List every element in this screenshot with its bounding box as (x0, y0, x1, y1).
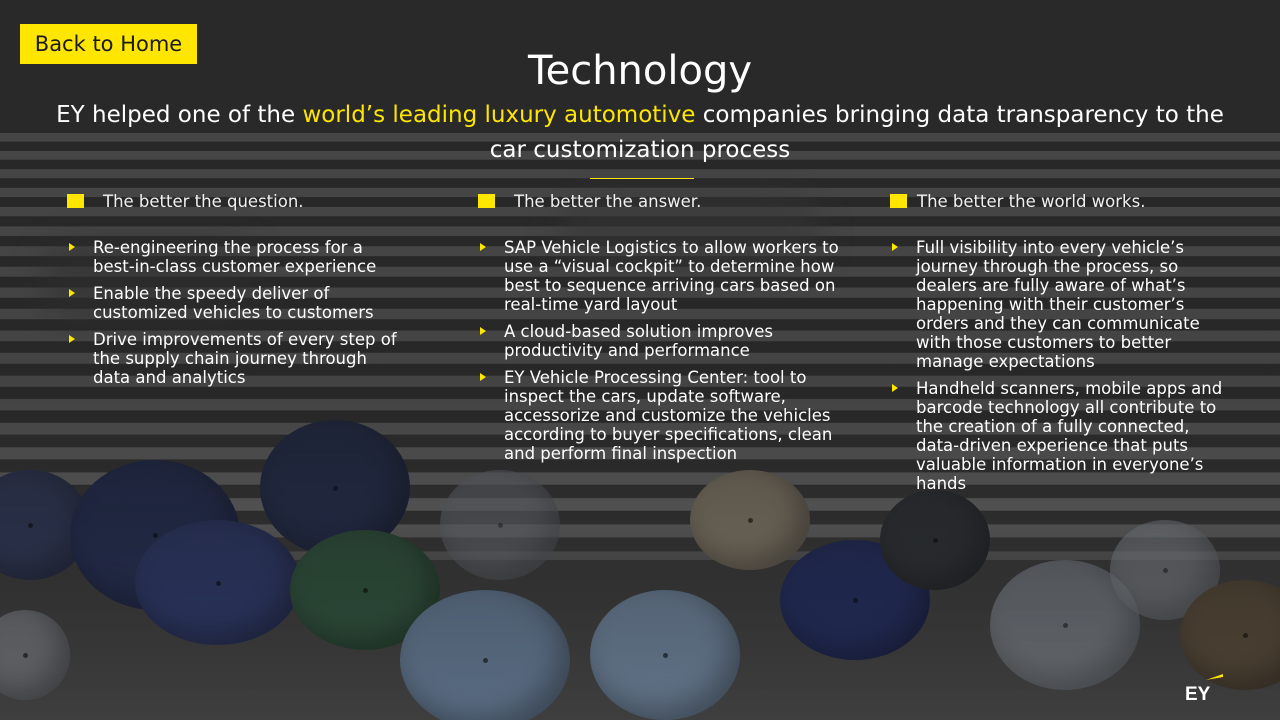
list-item: Re-engineering the process for a best-in… (67, 238, 397, 276)
list-item-text: Enable the speedy deliver of customized … (93, 284, 374, 322)
list-item: Full visibility into every vehicle’s jou… (890, 238, 1230, 371)
column-heading: The better the question. (67, 190, 397, 212)
triangle-bullet-icon (69, 335, 75, 343)
list-item: EY Vehicle Processing Center: tool to in… (478, 368, 858, 463)
column-heading-text: The better the answer. (514, 191, 702, 211)
triangle-bullet-icon (69, 243, 75, 251)
list-item: Drive improvements of every step of the … (67, 330, 397, 387)
ey-logo-icon: EY (1185, 674, 1223, 702)
page-title: Technology (527, 48, 753, 94)
title-divider (590, 178, 694, 179)
list-item-text: A cloud-based solution improves producti… (504, 322, 773, 360)
list-item: Handheld scanners, mobile apps and barco… (890, 379, 1230, 493)
column-heading: The better the answer. (478, 190, 858, 212)
list-item: A cloud-based solution improves producti… (478, 322, 858, 360)
column-heading-text: The better the question. (103, 191, 304, 211)
triangle-bullet-icon (892, 243, 898, 251)
yellow-square-icon (67, 194, 84, 208)
triangle-bullet-icon (480, 243, 486, 251)
yellow-square-icon (478, 194, 495, 208)
list-item-text: Handheld scanners, mobile apps and barco… (916, 379, 1223, 493)
triangle-bullet-icon (480, 327, 486, 335)
subtitle-tail: companies bringing data transparency to … (489, 102, 1224, 163)
bullet-list: Full visibility into every vehicle’s jou… (890, 238, 1230, 493)
bullet-list: SAP Vehicle Logistics to allow workers t… (478, 238, 858, 463)
list-item: SAP Vehicle Logistics to allow workers t… (478, 238, 858, 314)
yellow-square-icon (890, 194, 907, 208)
list-item-text: Full visibility into every vehicle’s jou… (916, 238, 1200, 371)
page-subtitle: EY helped one of the world’s leading lux… (40, 98, 1240, 168)
triangle-bullet-icon (480, 373, 486, 381)
list-item: Enable the speedy deliver of customized … (67, 284, 397, 322)
back-to-home-button[interactable]: Back to Home (20, 24, 197, 64)
column-heading-text: The better the world works. (917, 191, 1146, 211)
column-world-works: The better the world works. Full visibil… (890, 190, 1230, 501)
triangle-bullet-icon (892, 384, 898, 392)
column-question: The better the question. Re-engineering … (67, 190, 397, 395)
bullet-list: Re-engineering the process for a best-in… (67, 238, 397, 387)
list-item-text: Drive improvements of every step of the … (93, 330, 397, 387)
list-item-text: EY Vehicle Processing Center: tool to in… (504, 368, 833, 463)
column-answer: The better the answer. SAP Vehicle Logis… (478, 190, 858, 471)
list-item-text: Re-engineering the process for a best-in… (93, 238, 377, 276)
list-item-text: SAP Vehicle Logistics to allow workers t… (504, 238, 839, 314)
subtitle-lead: EY helped one of the (56, 102, 303, 128)
column-heading: The better the world works. (890, 190, 1230, 212)
ey-logo-text: EY (1185, 684, 1211, 702)
triangle-bullet-icon (69, 289, 75, 297)
subtitle-highlight: world’s leading luxury automotive (302, 102, 696, 128)
